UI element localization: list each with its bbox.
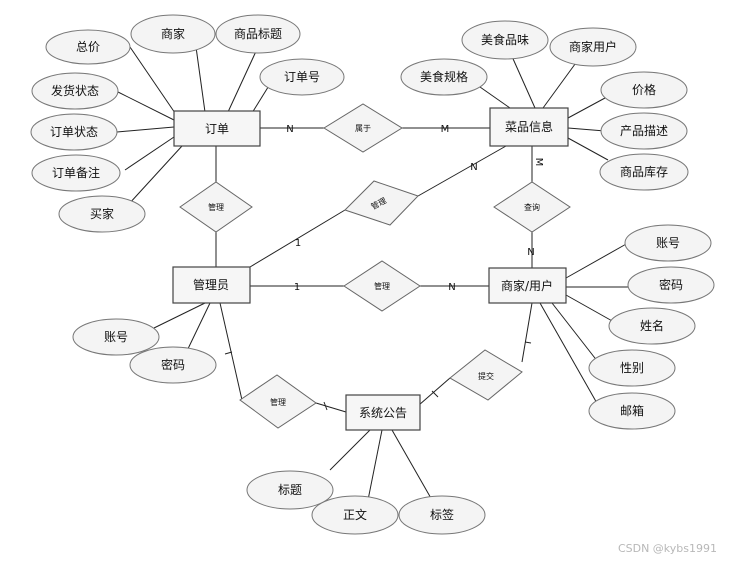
attr-dish-desc-label: 产品描述	[620, 124, 668, 138]
attr-dish-price: 价格	[600, 71, 688, 109]
entity-admin: 管理员	[172, 266, 251, 304]
relation-manage-notice-label: 管理	[270, 397, 286, 407]
card-merchant-manage-admin: N	[448, 282, 455, 293]
attr-order-title: 商品标题	[215, 14, 301, 54]
attr-merchant-email-label: 邮箱	[620, 403, 644, 418]
relation-belongs: 属于	[323, 103, 403, 153]
attr-notice-tag: 标签	[398, 495, 486, 535]
relation-manage-dish: 管理	[344, 180, 419, 226]
attr-notice-body-label: 正文	[343, 507, 367, 522]
relation-query: 查询	[493, 181, 571, 233]
attr-order-ship-status-label: 发货状态	[51, 83, 99, 98]
attr-merchant-gender-label: 性别	[620, 361, 644, 375]
attr-admin-password: 密码	[129, 346, 217, 384]
entity-notice: 系统公告	[345, 394, 421, 431]
card-dish-belongs: M	[441, 124, 450, 135]
attr-dish-flavor-label: 美食品味	[481, 32, 529, 47]
attr-dish-flavor: 美食品味	[461, 20, 549, 60]
card-admin-manage-dish: 1	[295, 238, 301, 249]
entity-merchant: 商家/用户	[488, 267, 567, 304]
attr-notice-title: 标题	[246, 470, 334, 510]
relation-manage-merchant-label: 管理	[374, 281, 390, 291]
attr-order-no-label: 订单号	[284, 70, 320, 84]
attr-merchant-gender: 性别	[588, 349, 676, 387]
attr-order-no: 订单号	[259, 58, 345, 96]
attr-order-merchant: 商家	[130, 14, 216, 54]
attr-order-status-label: 订单状态	[50, 125, 98, 139]
entity-notice-label: 系统公告	[359, 406, 407, 420]
relation-manage-order-label: 管理	[208, 202, 224, 212]
attr-dish-price-label: 价格	[632, 82, 656, 97]
attr-notice-title-label: 标题	[278, 483, 302, 497]
attr-order-buyer-label: 买家	[90, 206, 114, 221]
entity-merchant-label: 商家/用户	[501, 278, 553, 293]
card-admin-manage-merchant: 1	[294, 282, 300, 293]
relation-manage-notice: 管理	[239, 374, 317, 429]
cardinality-ticks	[224, 341, 532, 411]
attr-merchant-password-label: 密码	[659, 277, 683, 292]
attr-merchant-account-label: 账号	[656, 236, 680, 250]
attr-merchant-name-label: 姓名	[640, 318, 664, 333]
attr-notice-tag-label: 标签	[430, 507, 454, 522]
attr-order-buyer: 买家	[58, 195, 146, 233]
relation-submit-label: 提交	[478, 371, 494, 381]
attr-dish-stock: 商品库存	[599, 153, 689, 191]
entity-order-label: 订单	[205, 122, 229, 136]
entity-order: 订单	[173, 110, 261, 147]
attr-order-remark: 订单备注	[31, 154, 121, 192]
card-merchant-query: N	[527, 247, 534, 258]
relation-manage-merchant: 管理	[343, 260, 421, 312]
attr-order-status: 订单状态	[30, 113, 118, 151]
relation-belongs-label: 属于	[355, 124, 371, 133]
attr-order-total-label: 总价	[76, 40, 100, 54]
attr-dish-spec-label: 美食规格	[420, 69, 468, 84]
attr-merchant-account: 账号	[624, 224, 712, 262]
attr-order-remark-label: 订单备注	[52, 165, 100, 180]
attr-order-total: 总价	[45, 29, 131, 65]
attr-notice-body: 正文	[311, 495, 399, 535]
attr-dish-merchant-user: 商家用户	[549, 27, 637, 67]
card-dish-query: M	[533, 158, 544, 167]
attr-dish-stock-label: 商品库存	[620, 164, 668, 179]
cardinality-labels: N M M N 1 N 1 N	[286, 124, 544, 293]
attr-order-title-label: 商品标题	[234, 26, 282, 41]
attr-admin-password-label: 密码	[161, 357, 185, 372]
attr-order-merchant-label: 商家	[161, 26, 185, 41]
attr-order-ship-status: 发货状态	[31, 72, 119, 110]
watermark-text: CSDN @kybs1991	[617, 542, 717, 555]
relation-manage-order: 管理	[179, 181, 253, 233]
attr-admin-account: 账号	[72, 318, 160, 356]
entity-dish-label: 菜品信息	[505, 119, 553, 134]
attr-dish-desc: 产品描述	[600, 112, 688, 150]
attr-dish-spec: 美食规格	[400, 58, 488, 96]
attr-merchant-email: 邮箱	[588, 392, 676, 430]
entity-admin-label: 管理员	[193, 277, 229, 292]
relation-query-label: 查询	[524, 202, 540, 212]
card-order-belongs: N	[286, 124, 293, 135]
attr-merchant-password: 密码	[627, 266, 715, 304]
attr-admin-account-label: 账号	[104, 330, 128, 344]
card-dish-manage-admin: N	[470, 162, 477, 173]
entity-dish: 菜品信息	[489, 107, 569, 147]
relation-submit: 提交	[449, 349, 523, 401]
attr-dish-merchant-user-label: 商家用户	[569, 39, 617, 54]
attr-merchant-name: 姓名	[608, 307, 696, 345]
